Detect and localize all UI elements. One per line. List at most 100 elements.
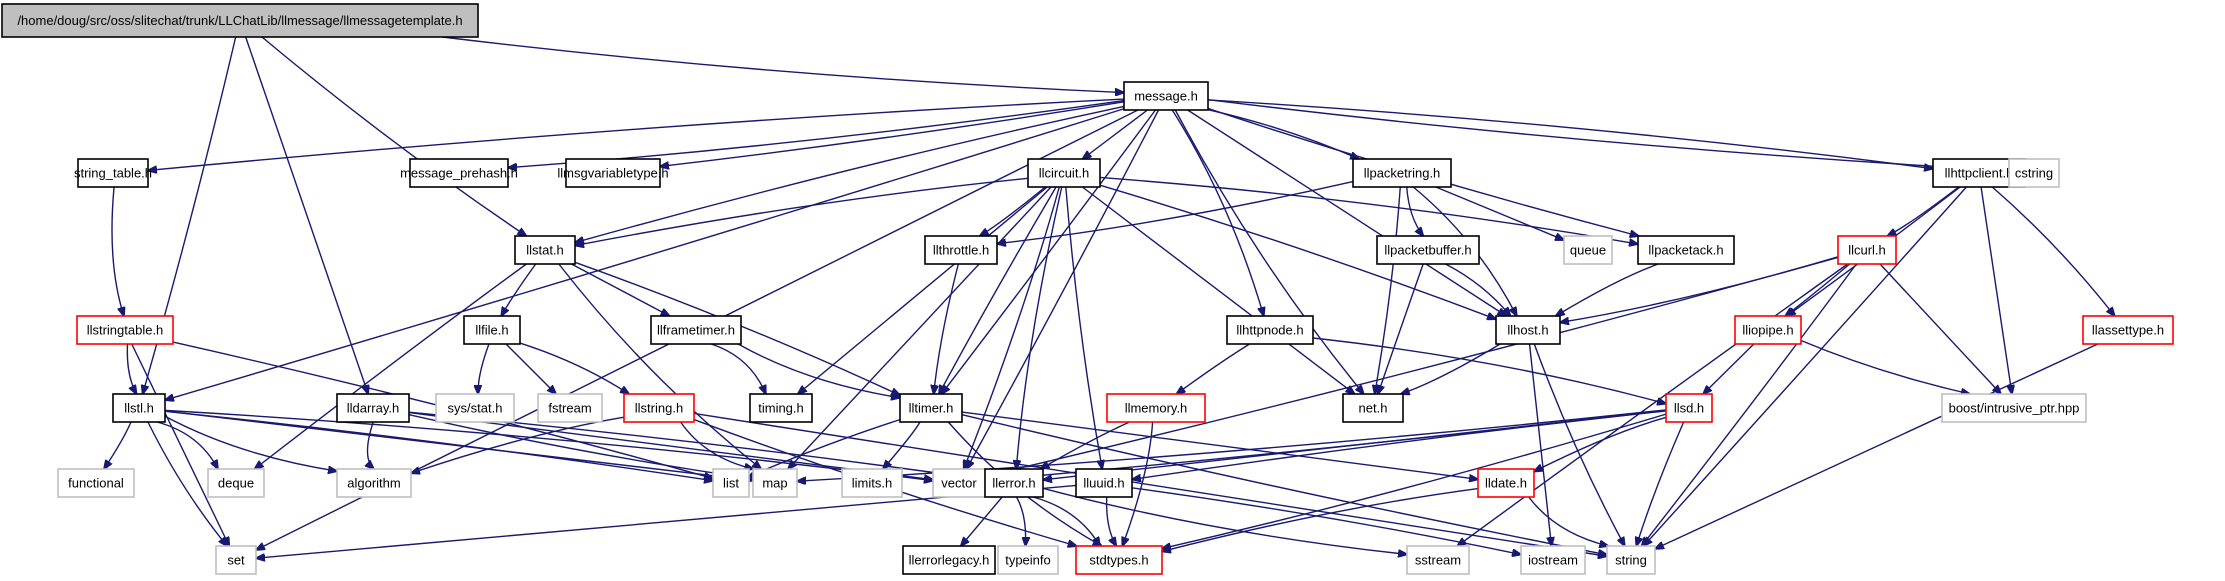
file-node-list: list bbox=[712, 468, 750, 498]
file-node-message_prehash[interactable]: message_prehash.h bbox=[400, 158, 518, 188]
edge-llhost-to-iostream bbox=[1528, 343, 1552, 546]
file-node-lluuid[interactable]: lluuid.h bbox=[1075, 468, 1133, 498]
edge-message-to-llstl bbox=[165, 108, 1125, 400]
file-node-neth[interactable]: net.h bbox=[1342, 393, 1404, 423]
file-node-llsd[interactable]: llsd.h bbox=[1665, 393, 1713, 423]
file-node-vector: vector bbox=[932, 468, 986, 498]
node-box bbox=[215, 545, 257, 575]
edge-llcircuit-to-neth bbox=[1081, 186, 1354, 394]
file-node-typeinfo: typeinfo bbox=[997, 545, 1059, 575]
node-box bbox=[1075, 545, 1163, 575]
edge-llcircuit-to-llthrottle bbox=[980, 186, 1046, 236]
file-node-llstring[interactable]: llstring.h bbox=[623, 393, 695, 423]
file-node-llthrottle[interactable]: llthrottle.h bbox=[924, 235, 998, 265]
edge-llhttpnode-to-llsd bbox=[1312, 337, 1666, 404]
edge-root-to-message bbox=[442, 36, 1124, 93]
node-label: cstring bbox=[2015, 166, 2053, 181]
node-label: string bbox=[1615, 553, 1647, 568]
file-node-llpacketbuffer[interactable]: llpacketbuffer.h bbox=[1376, 235, 1480, 265]
file-node-llhost[interactable]: llhost.h bbox=[1495, 315, 1561, 345]
edge-lldate-to-stdtypes bbox=[1162, 487, 1479, 552]
node-label: llpacketbuffer.h bbox=[1384, 243, 1471, 258]
file-node-llmemory[interactable]: llmemory.h bbox=[1106, 393, 1206, 423]
node-box bbox=[1606, 545, 1656, 575]
edge-llstl-to-functional bbox=[104, 421, 132, 469]
edge-llcurl-to-string bbox=[1642, 263, 1857, 546]
edge-llstat-to-deque bbox=[255, 263, 527, 469]
node-box bbox=[1665, 393, 1713, 423]
file-node-lldarray[interactable]: lldarray.h bbox=[336, 393, 410, 423]
file-node-message[interactable]: message.h bbox=[1123, 81, 1209, 111]
node-label: fstream bbox=[548, 401, 591, 416]
file-node-llcircuit[interactable]: llcircuit.h bbox=[1027, 158, 1101, 188]
edge-llhttpnode-to-llmemory bbox=[1176, 343, 1250, 394]
node-label: llerror.h bbox=[992, 476, 1035, 491]
edge-llpacketring-to-llpacketbuffer bbox=[1406, 186, 1424, 236]
edge-llsd-to-lldate bbox=[1534, 416, 1667, 471]
file-node-lltimer[interactable]: lltimer.h bbox=[899, 393, 963, 423]
edge-lltimer-to-lldate bbox=[961, 411, 1478, 479]
file-node-functional: functional bbox=[57, 468, 135, 498]
node-box bbox=[984, 468, 1044, 498]
node-label: list bbox=[723, 476, 739, 491]
file-node-llframetimer[interactable]: llframetimer.h bbox=[650, 315, 742, 345]
node-box bbox=[409, 158, 509, 188]
node-label: llframetimer.h bbox=[657, 323, 735, 338]
node-box bbox=[712, 468, 750, 498]
file-node-llerrorlegacy[interactable]: llerrorlegacy.h bbox=[902, 545, 996, 575]
node-box bbox=[1637, 235, 1735, 265]
edge-llstringtable-to-llstl bbox=[126, 343, 136, 394]
edge-llhttpclient-to-llassettype bbox=[1991, 186, 2114, 316]
edge-llhttpclient-to-string bbox=[1644, 186, 1967, 546]
node-box bbox=[841, 468, 903, 498]
node-label: iostream bbox=[1528, 553, 1578, 568]
node-box bbox=[77, 158, 149, 188]
node-label: message_prehash.h bbox=[400, 166, 518, 181]
edge-lluuid-to-stdtypes bbox=[1105, 496, 1117, 546]
root-file-node[interactable]: /home/doug/src/oss/slitechat/trunk/LLCha… bbox=[1, 3, 479, 38]
node-box bbox=[1941, 393, 2087, 423]
edge-llhttpclient-to-boost bbox=[1980, 186, 2012, 394]
edge-message-to-vector bbox=[966, 109, 1160, 469]
file-node-string_table[interactable]: string_table.h bbox=[74, 158, 152, 188]
edge-llstringtable-to-set bbox=[131, 343, 229, 546]
edge-message-to-llhost bbox=[1187, 109, 1507, 316]
file-node-stdtypes[interactable]: stdtypes.h bbox=[1075, 545, 1163, 575]
edge-lliopipe-to-llsd bbox=[1703, 343, 1755, 394]
node-label: llstring.h bbox=[635, 401, 683, 416]
edge-llcircuit-to-lluuid bbox=[1065, 186, 1102, 469]
node-box bbox=[1837, 235, 1897, 265]
file-node-llstringtable[interactable]: llstringtable.h bbox=[76, 315, 174, 345]
node-box bbox=[76, 315, 174, 345]
file-node-llstl[interactable]: llstl.h bbox=[112, 393, 166, 423]
edge-message-to-llhttpclient bbox=[1207, 99, 1933, 169]
node-label: lldarray.h bbox=[347, 401, 400, 416]
node-label: llstat.h bbox=[526, 243, 564, 258]
node-label: queue bbox=[1570, 243, 1606, 258]
file-node-llassettype[interactable]: llassettype.h bbox=[2082, 315, 2174, 345]
node-label: map bbox=[762, 476, 787, 491]
file-node-llcurl[interactable]: llcurl.h bbox=[1837, 235, 1897, 265]
file-node-llpacketring[interactable]: llpacketring.h bbox=[1352, 158, 1452, 188]
file-node-timing[interactable]: timing.h bbox=[749, 393, 813, 423]
file-node-llmsgvariabletype[interactable]: llmsgvariabletype.h bbox=[557, 158, 669, 188]
file-node-algorithm: algorithm bbox=[336, 468, 412, 498]
file-node-llhttpnode[interactable]: llhttpnode.h bbox=[1226, 315, 1314, 345]
file-node-llpacketack[interactable]: llpacketack.h bbox=[1637, 235, 1735, 265]
file-node-llfile[interactable]: llfile.h bbox=[463, 315, 521, 345]
node-label: llmsgvariabletype.h bbox=[557, 166, 668, 181]
node-box bbox=[932, 468, 986, 498]
node-label: llerrorlegacy.h bbox=[909, 553, 990, 568]
node-box bbox=[2082, 315, 2174, 345]
file-node-llstat[interactable]: llstat.h bbox=[514, 235, 576, 265]
edge-llcircuit-to-map bbox=[788, 186, 1052, 469]
edge-llstl-to-set bbox=[147, 421, 227, 546]
edge-llthrottle-to-lltimer bbox=[934, 263, 960, 394]
node-label: deque bbox=[218, 476, 254, 491]
edge-message-to-llstat bbox=[575, 105, 1125, 242]
file-node-iostream: iostream bbox=[1520, 545, 1586, 575]
edge-llcurl-to-lliopipe bbox=[1785, 263, 1851, 316]
file-node-llerror[interactable]: llerror.h bbox=[984, 468, 1044, 498]
file-node-lliopipe[interactable]: lliopipe.h bbox=[1734, 315, 1802, 345]
file-node-lldate[interactable]: lldate.h bbox=[1477, 468, 1535, 498]
